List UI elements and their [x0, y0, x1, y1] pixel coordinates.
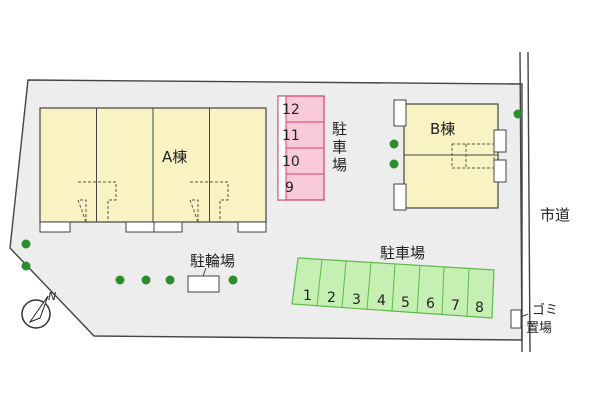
- tree-icon: [228, 275, 238, 285]
- parking-slot-10: 10: [282, 154, 300, 170]
- parking-slot-5: 5: [401, 295, 410, 311]
- compass-north-label: N: [48, 290, 56, 303]
- trees: [21, 109, 523, 285]
- road-line-left: [519, 51, 523, 353]
- compass-needle-outline: [28, 295, 49, 324]
- tree-icon: [141, 275, 151, 285]
- compass-icon: N: [21, 290, 56, 329]
- garbage-area: ゴミ 置場: [510, 302, 558, 336]
- parking-vertical-char-1: 駐: [332, 120, 347, 138]
- building-b-body: [403, 103, 499, 209]
- parking-bottom-divider: [441, 266, 445, 315]
- parking-bottom-divider: [366, 261, 372, 310]
- parking-bottom-divider: [416, 264, 421, 314]
- building-a-entrance: [39, 221, 71, 233]
- building-b-entrance: [493, 159, 507, 183]
- garbage-label-2: 置場: [526, 321, 552, 336]
- building-b-balcony: [393, 183, 407, 211]
- tree-icon: [389, 139, 399, 149]
- parking-slot-11: 11: [282, 128, 300, 144]
- bicycle-parking-box: [187, 275, 220, 293]
- tree-icon: [21, 239, 31, 249]
- tree-icon: [115, 275, 125, 285]
- road-line-right: [527, 51, 531, 353]
- building-b-stairs: [451, 143, 495, 169]
- parking-slot-1: 1: [303, 288, 312, 304]
- parking-slot-7: 7: [451, 298, 460, 314]
- building-a-stairs-right: [189, 181, 229, 223]
- building-b-label: B棟: [430, 120, 455, 138]
- parking-slot-4: 4: [377, 293, 386, 309]
- bicycle-parking-label: 駐輪場: [190, 252, 235, 270]
- tree-icon: [513, 109, 523, 119]
- garbage-leader: [520, 313, 529, 318]
- parking-bottom: 1 2 3 4 5 6 7 8 駐車場: [291, 244, 495, 319]
- parking-bottom-divider: [466, 267, 470, 317]
- parking-slot-2: 2: [327, 290, 336, 306]
- tree-icon: [21, 261, 31, 271]
- building-a-label: A棟: [162, 148, 187, 166]
- parking-bottom-label: 駐車場: [380, 244, 425, 262]
- building-a-entrance: [153, 221, 183, 233]
- parking-slot-8: 8: [475, 300, 484, 316]
- building-a: A棟: [39, 107, 267, 233]
- building-b: B棟: [393, 99, 507, 211]
- tree-icon: [165, 275, 175, 285]
- garbage-box: [510, 309, 522, 329]
- building-a-stairs-left: [77, 181, 117, 223]
- parking-bottom-divider: [341, 260, 347, 309]
- bicycle-parking-leader: [202, 267, 207, 277]
- building-a-entrance: [125, 221, 155, 233]
- parking-vertical-char-3: 場: [332, 156, 347, 174]
- parking-bottom-divider: [316, 258, 323, 307]
- parking-slot-9: 9: [285, 180, 294, 196]
- parking-vertical: 12 11 10 9 駐 車 場: [277, 95, 347, 201]
- building-b-entrance: [493, 129, 507, 153]
- parking-vertical-aisle: [277, 95, 287, 201]
- building-a-entrance: [237, 221, 267, 233]
- tree-icon: [389, 159, 399, 169]
- parking-slot-12: 12: [282, 102, 300, 118]
- road-label: 市道: [540, 206, 570, 224]
- parking-slot-6: 6: [426, 296, 435, 312]
- parking-vertical-char-2: 車: [332, 138, 347, 156]
- garbage-label-1: ゴミ: [532, 302, 558, 318]
- parking-slot-3: 3: [352, 292, 361, 308]
- bicycle-parking: 駐輪場: [187, 252, 235, 293]
- parking-bottom-divider: [391, 263, 396, 312]
- building-b-balcony: [393, 99, 407, 127]
